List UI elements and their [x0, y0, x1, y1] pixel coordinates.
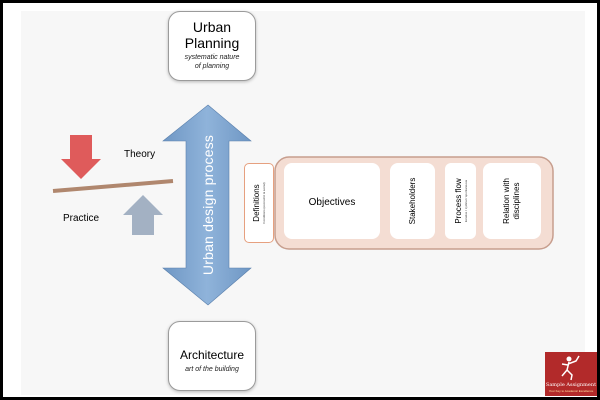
urban-design-process-arrow-icon	[162, 104, 252, 306]
theory-arrow-icon	[61, 135, 101, 179]
stakeholders-label: Stakeholders	[407, 177, 417, 225]
definitions-box: Definitions Conditions (economic & socia…	[244, 163, 274, 243]
logo-tagline: Your Key to Academic Excellence	[548, 389, 594, 393]
process-flow-sublabel: iterative / cyclical / spontaneous	[463, 179, 468, 223]
relation-with-disciplines-box: Relation with disciplines	[483, 163, 541, 239]
definitions-label: Definitions	[252, 184, 261, 222]
practice-arrow-icon	[123, 195, 163, 235]
architecture-box: Architecture art of the building	[168, 321, 256, 391]
sample-assignment-logo: Sample Assignment Your Key to Academic E…	[545, 352, 597, 396]
urban-planning-title-line2: Planning	[184, 35, 240, 51]
urban-planning-box: Urban Planning systematic nature of plan…	[168, 11, 256, 81]
urban-planning-title-line1: Urban	[192, 19, 232, 35]
process-flow-label: Process flow	[453, 178, 463, 224]
relation-label-line1: Relation with	[502, 178, 511, 224]
objectives-box: Objectives	[284, 163, 380, 239]
stakeholders-box: Stakeholders	[390, 163, 435, 239]
urban-design-process-label: Urban design process	[200, 134, 216, 276]
theory-practice-line	[52, 179, 174, 193]
diagram-canvas: Urban Planning systematic nature of plan…	[21, 11, 585, 395]
architecture-subtitle: art of the building	[185, 366, 239, 373]
relation-label-line2: disciplines	[512, 182, 521, 220]
process-flow-box: Process flow iterative / cyclical / spon…	[445, 163, 476, 239]
logo-title: Sample Assignment	[545, 382, 597, 388]
urban-planning-subtitle-line2: of planning	[194, 63, 230, 70]
logo-figure-icon	[561, 355, 580, 381]
urban-planning-subtitle-line1: systematic nature	[184, 54, 240, 61]
definitions-sublabel: Conditions (economic & social)	[262, 182, 266, 224]
objectives-label: Objectives	[308, 197, 356, 208]
practice-label: Practice	[63, 213, 100, 224]
architecture-title: Architecture	[179, 348, 245, 362]
theory-label: Theory	[124, 149, 156, 160]
